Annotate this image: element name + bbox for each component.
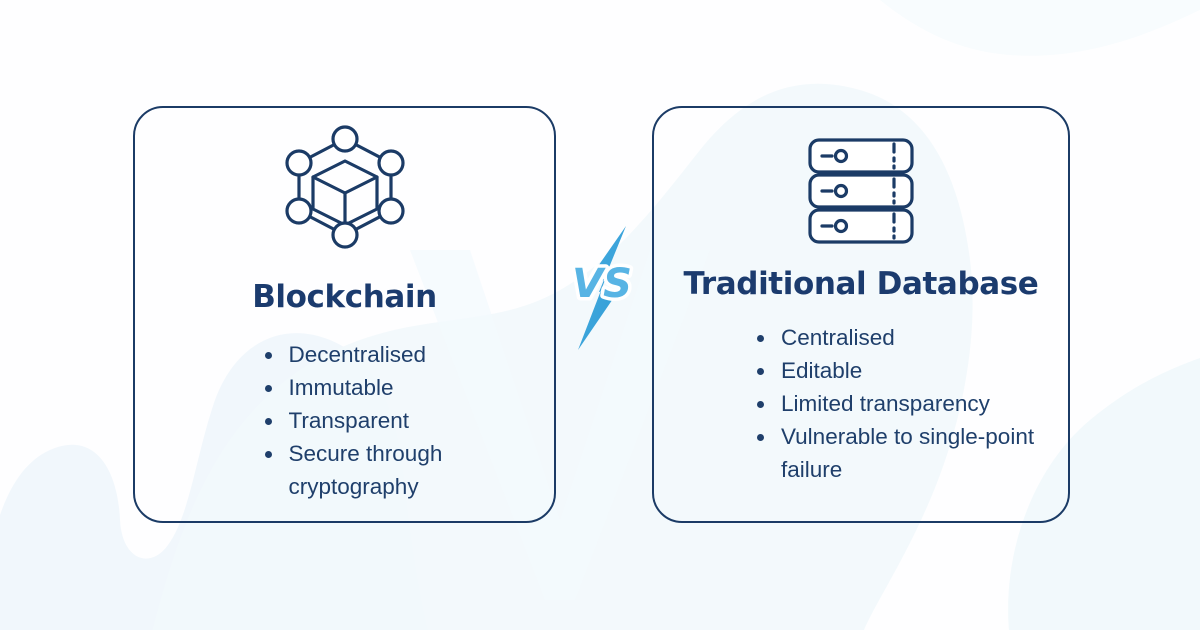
versus-badge: VS <box>556 218 648 358</box>
list-item: Immutable <box>262 372 512 405</box>
blockchain-network-icon <box>275 117 415 257</box>
blockchain-feature-list: Decentralised Immutable Transparent Secu… <box>262 339 512 504</box>
list-item: Transparent <box>262 405 512 438</box>
traditional-database-feature-list: Centralised Editable Limited transparenc… <box>754 322 1044 487</box>
blockchain-card: Blockchain Decentralised Immutable Trans… <box>133 106 556 523</box>
blockchain-card-content: Blockchain Decentralised Immutable Trans… <box>135 108 554 521</box>
list-item: Centralised <box>754 322 1044 355</box>
database-server-stack-icon <box>804 136 918 246</box>
list-item: Decentralised <box>262 339 512 372</box>
list-item: Vulnerable to single-point failure <box>754 421 1044 486</box>
traditional-database-card-content: Traditional Database Centralised Editabl… <box>654 108 1068 521</box>
traditional-database-card: Traditional Database Centralised Editabl… <box>652 106 1070 523</box>
svg-text:VS: VS <box>572 261 632 307</box>
list-item: Limited transparency <box>754 388 1044 421</box>
versus-label: VS <box>569 258 636 311</box>
blockchain-title: Blockchain <box>252 279 437 315</box>
list-item: Editable <box>754 355 1044 388</box>
traditional-database-title: Traditional Database <box>683 266 1039 302</box>
list-item: Secure through cryptography <box>262 438 512 503</box>
